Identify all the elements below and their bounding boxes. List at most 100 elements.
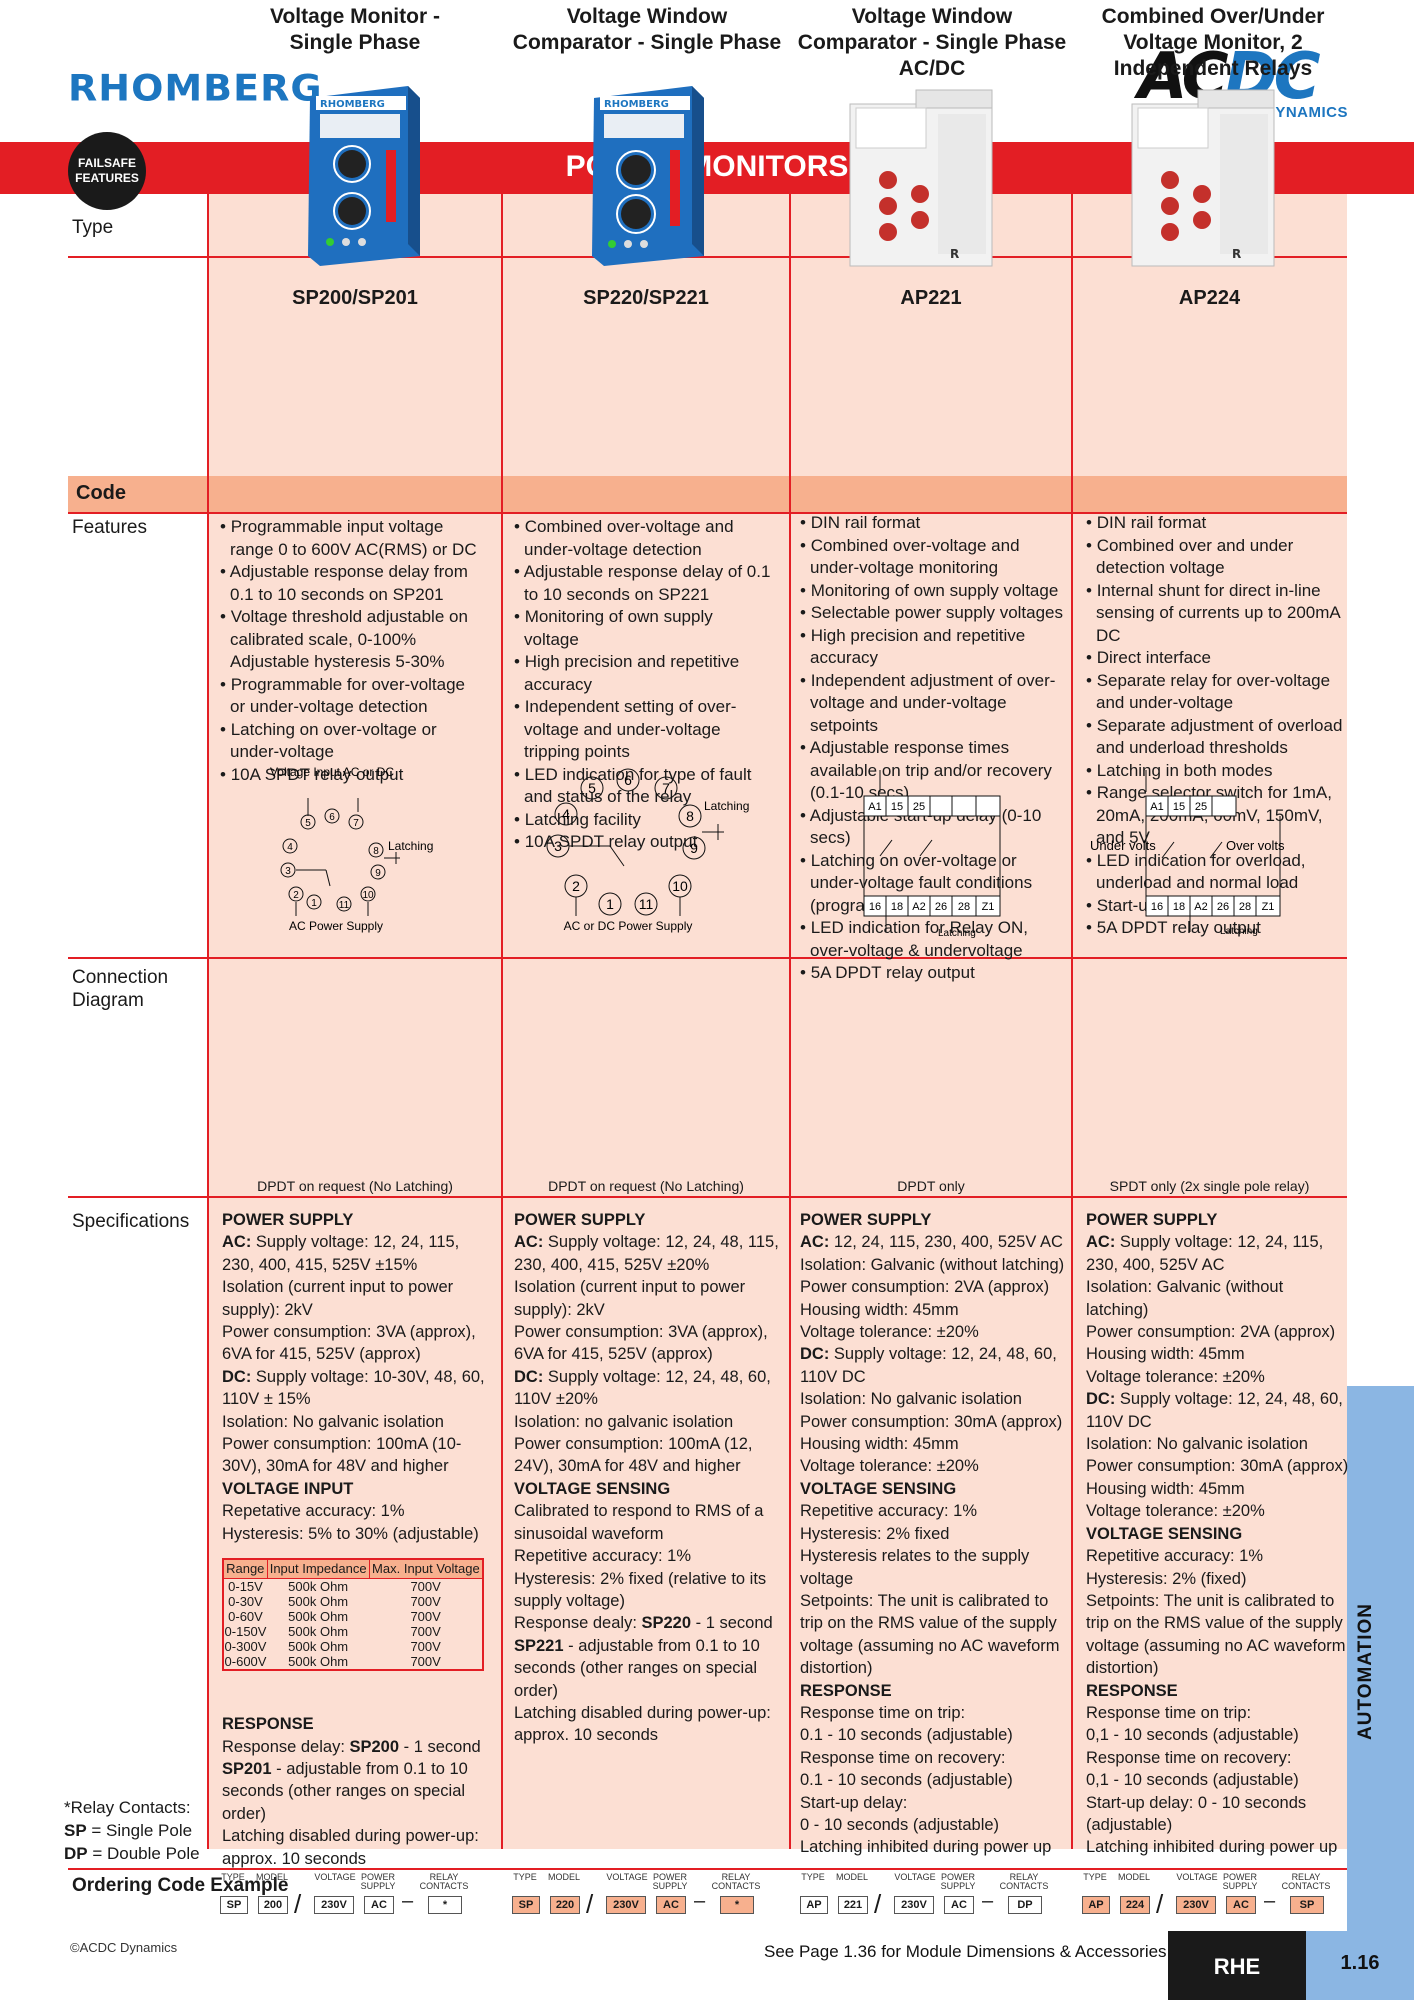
section-code: RHE [1168,1931,1306,2000]
row-label-features: Features [72,517,147,538]
divider [501,194,503,1849]
feature-item: • Direct interface [1086,648,1212,667]
divider [68,256,1347,258]
feature-item: • Selectable power supply voltages [800,603,1064,622]
range-table: Range Input Impedance Max. Input Voltage… [222,1558,484,1671]
product-type: Voltage Window Comparator - Single Phase… [797,5,1067,80]
svg-text:2: 2 [293,890,299,901]
acdc-logo-sub: DYNAMICS [1263,104,1348,121]
svg-text:10: 10 [362,890,374,901]
spec-block-sp200: POWER SUPPLY AC: Supply voltage: 12, 24,… [222,1211,485,1868]
svg-text:15: 15 [1173,801,1185,813]
divider [1071,194,1073,1849]
divider [68,512,1347,514]
product-image-ap221: R [849,89,993,267]
diagram-label: AC Power Supply [289,919,383,933]
svg-text:1: 1 [311,898,317,909]
failsafe-badge: FAILSAFE FEATURES [68,132,146,210]
feature-item: • Latching facility [514,809,641,829]
feature-item: • DIN rail format [1086,513,1207,532]
svg-text:7: 7 [353,818,359,829]
product-code: SP220/SP221 [583,287,709,309]
product-image-ap224: R [1131,89,1275,267]
feature-item: • Independent setting of over-voltage an… [514,697,737,761]
svg-text:11: 11 [339,900,350,911]
feature-item: • Adjustable response times available on… [800,738,1052,802]
svg-text:3: 3 [285,866,291,877]
spec-block-sp220: POWER SUPPLY AC: Supply voltage: 12, 24,… [514,1211,779,1745]
svg-text:26: 26 [935,901,947,913]
diagram-caption: DPDT on request (No Latching) [548,1178,744,1194]
product-code: SP200/SP201 [292,287,418,309]
row-label-ordering: Ordering Code Example [72,1875,289,1896]
order-voltage: 230V [314,1896,354,1914]
order-model: 221 [838,1896,868,1914]
order-relay: * [720,1896,754,1914]
feature-item: • Adjustable response delay from 0.1 to … [220,562,468,604]
product-image-sp220: RHOMBERG [592,86,704,266]
feature-item: • LED indication for Relay ON, over-volt… [800,918,1029,960]
column-bg-2 [502,194,790,1849]
side-tab [1347,1386,1414,1931]
svg-text:A2: A2 [912,901,925,913]
svg-text:11: 11 [639,896,654,912]
row-label-type: Type [72,217,114,238]
order-relay: * [428,1896,462,1914]
svg-text:5: 5 [588,780,596,796]
order-relay: SP [1290,1896,1324,1914]
feature-item: • Voltage threshold adjustable on calibr… [220,607,468,671]
order-code-ap221: TYPE MODEL VOLTAGE POWER SUPPLY RELAY CO… [800,1872,1049,1919]
svg-text:18: 18 [891,901,903,913]
table-header: Range [222,1558,268,1579]
page-number: 1.16 [1306,1931,1414,2000]
relay-note-title: *Relay Contacts: [64,1798,191,1817]
svg-text:16: 16 [869,901,881,913]
svg-text:16: 16 [1151,901,1163,913]
feature-list-ap224: • DIN rail format • Combined over and un… [1084,512,1344,940]
feature-item: • Internal shunt for direct in-line sens… [1086,580,1340,645]
order-voltage: 230V [894,1896,934,1914]
feature-item: • DIN rail format [800,513,921,532]
product-type: Voltage Window Comparator - Single Phase [512,5,782,54]
svg-text:26: 26 [1217,901,1229,913]
order-type: SP [220,1896,248,1914]
svg-text:RHOMBERG: RHOMBERG [604,99,669,110]
product-code: AP221 [900,287,962,309]
side-tab-label: AUTOMATION [1355,1603,1376,1740]
product-table: Type Code Features Connection Diagram Sp… [68,194,1347,1876]
svg-text:6: 6 [329,812,335,823]
svg-text:25: 25 [913,801,925,813]
feature-item: • Latching on over-voltage or under-volt… [220,719,437,762]
feature-item: • High precision and repetitive accuracy [514,652,740,694]
svg-text:7: 7 [662,780,670,796]
diagram-label: Latching [704,799,749,813]
feature-item: • LED indication for type of fault and s… [514,764,752,807]
feature-item: • Combined over and under detection volt… [1086,535,1294,578]
order-relay: DP [1008,1896,1042,1914]
svg-text:R: R [950,247,959,261]
connection-diagram-ap221: A1 15 25 16 18 A2 26 28 Z1 Latching [863,770,1001,939]
svg-text:Z1: Z1 [1262,901,1275,913]
svg-text:3: 3 [554,838,562,854]
divider [207,194,209,1849]
feature-list-sp200: • Programmable input voltage range 0 to … [218,516,480,786]
feature-item: • Adjustable response delay of 0.1 to 10… [514,562,771,604]
feature-item: • LED indication for overload, underload… [1086,850,1306,893]
feature-item: • Monitoring of own supply voltage [514,607,713,649]
svg-text:25: 25 [1195,801,1207,813]
svg-text:Z1: Z1 [982,901,995,913]
feature-list-ap221: • DIN rail format • Combined over-voltag… [798,512,1070,985]
diagram-label: Latching [1220,926,1258,937]
svg-text:R: R [1232,247,1241,261]
code-row-bg [68,476,1347,512]
svg-text:4: 4 [287,842,293,853]
order-power: AC [364,1896,394,1914]
order-model: 200 [258,1896,288,1914]
order-model: 220 [550,1896,580,1914]
feature-item: • 5A DPDT relay output [800,963,975,982]
diagram-label: Latching [388,839,433,853]
order-code-sp200: TYPE MODEL VOLTAGE POWER SUPPLY RELAY CO… [220,1872,469,1919]
row-label-specifications: Specifications [72,1211,190,1232]
